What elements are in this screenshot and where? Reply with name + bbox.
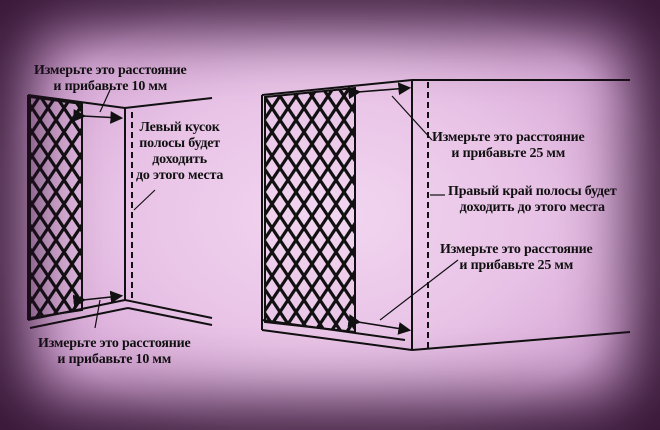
- right-bottom-label-line2: и прибавьте 25 мм: [459, 258, 574, 273]
- left-measure-bottom-arrow: [72, 290, 124, 308]
- right-middle-label-line1: Правый край полосы будет: [448, 184, 617, 199]
- left-top-label-line1: Измерьте это расстояние: [34, 63, 187, 78]
- right-bottom-label: Измерьте это расстояние и прибавьте 25 м…: [440, 242, 593, 274]
- left-bottom-label-line2: и прибавьте 10 мм: [57, 352, 172, 367]
- left-side-label-line4: до этого места: [136, 168, 224, 183]
- right-middle-label: Правый край полосы будет доходить до это…: [448, 184, 617, 216]
- right-top-label-line1: Измерьте это расстояние: [432, 130, 585, 145]
- left-bottom-label-line1: Измерьте это расстояние: [38, 336, 191, 351]
- right-top-label: Измерьте это расстояние и прибавьте 25 м…: [432, 130, 585, 162]
- right-bottom-label-line1: Измерьте это расстояние: [440, 242, 593, 257]
- left-top-label: Измерьте это расстояние и прибавьте 10 м…: [34, 63, 187, 95]
- left-side-label: Левый кусок полосы будет доходить до это…: [136, 120, 223, 184]
- left-side-label-line1: Левый кусок: [139, 120, 220, 135]
- right-middle-label-line2: доходить до этого места: [459, 200, 605, 215]
- right-bottom-label-leader: [379, 259, 459, 321]
- right-measure-bottom-arrow: [347, 314, 412, 335]
- left-top-label-line2: и прибавьте 10 мм: [53, 79, 168, 94]
- right-wallpaper-strip: [264, 86, 356, 334]
- left-side-label-leader: [133, 189, 156, 211]
- right-measure-top-arrow: [347, 82, 412, 100]
- left-bottom-label-leader: [94, 299, 101, 329]
- left-side-label-line3: доходить: [152, 152, 207, 167]
- left-bottom-label: Измерьте это расстояние и прибавьте 10 м…: [38, 336, 191, 368]
- right-top-label-line2: и прибавьте 25 мм: [451, 146, 566, 161]
- left-wallpaper-strip: [29, 95, 83, 320]
- right-top-label-leader: [391, 95, 433, 141]
- left-top-label-leader: [99, 89, 111, 113]
- left-measure-top-arrow: [73, 109, 124, 124]
- left-side-label-line2: полосы будет: [139, 136, 220, 151]
